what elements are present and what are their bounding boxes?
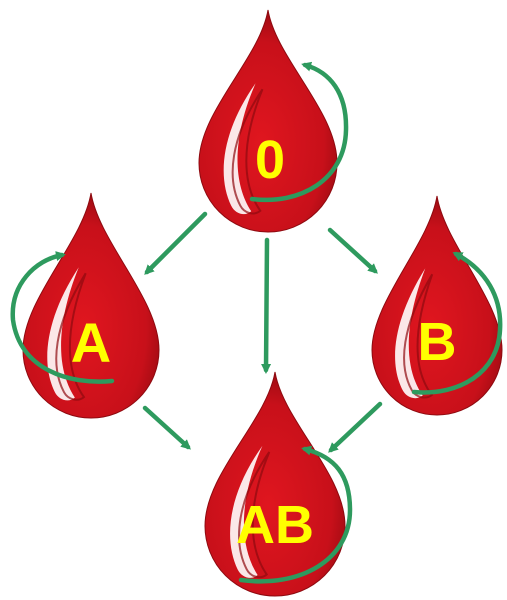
blood-type-label-a: A bbox=[71, 311, 111, 374]
blood-drop-a: A bbox=[22, 192, 160, 419]
drop-highlight bbox=[223, 83, 256, 215]
blood-drop-b: B bbox=[371, 195, 503, 416]
arrow-o-to-a bbox=[144, 211, 208, 275]
drop-shape bbox=[22, 192, 160, 419]
self-loop-arrow-o bbox=[249, 61, 349, 203]
blood-type-label-b: B bbox=[418, 312, 457, 372]
drop-highlight bbox=[230, 445, 263, 578]
arrow-o-to-b bbox=[327, 227, 378, 274]
blood-type-label-o: 0 bbox=[255, 130, 285, 190]
self-loop-arrow-b bbox=[411, 251, 503, 395]
drop-highlight bbox=[47, 267, 79, 401]
blood-drop-ab: AB bbox=[204, 371, 346, 597]
self-loop-arrow-ab bbox=[238, 445, 353, 584]
arrow-b-to-ab bbox=[328, 401, 383, 453]
drop-shading bbox=[231, 88, 264, 215]
arrow-o-to-ab bbox=[261, 237, 272, 374]
blood-type-label-ab: AB bbox=[236, 495, 314, 555]
drop-highlight bbox=[395, 268, 426, 399]
compatibility-arrows bbox=[142, 211, 383, 453]
arrow-a-to-ab bbox=[142, 405, 191, 450]
drop-shading bbox=[55, 272, 87, 401]
self-loop-arrows bbox=[10, 61, 503, 584]
self-loop-arrow-a bbox=[10, 251, 115, 384]
drop-shading bbox=[238, 451, 271, 579]
drop-shape bbox=[371, 195, 503, 416]
drop-shading bbox=[403, 273, 434, 399]
blood-drop-o: 0 bbox=[198, 9, 338, 233]
